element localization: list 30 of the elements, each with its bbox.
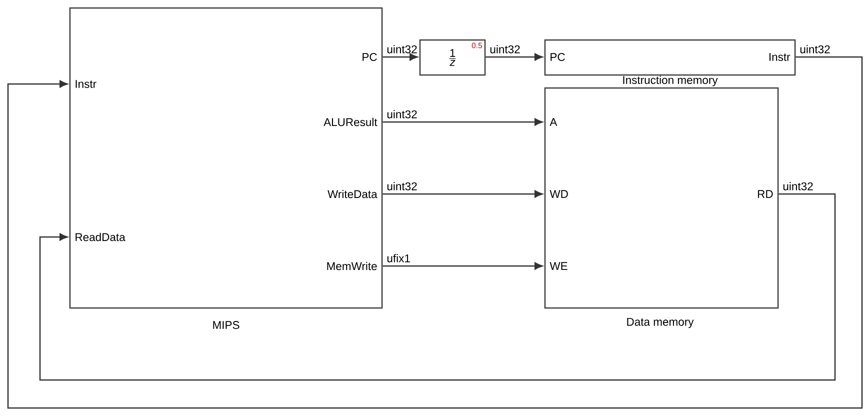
edge-label: uint32 bbox=[387, 45, 417, 54]
block-name: Instruction memory bbox=[623, 76, 718, 86]
signal-line bbox=[486, 53, 543, 61]
signal-line bbox=[382, 262, 543, 270]
fraction: 1 z bbox=[449, 49, 456, 66]
block-name: MIPS bbox=[213, 321, 240, 329]
edge-label: uint32 bbox=[387, 182, 417, 190]
port-label: A bbox=[550, 118, 558, 126]
signal-line bbox=[382, 118, 543, 126]
edge-label: ufix1 bbox=[387, 254, 410, 262]
port-label: WD bbox=[550, 190, 568, 198]
port-label: MemWrite bbox=[327, 262, 377, 270]
port-label: WE bbox=[550, 262, 568, 270]
signal-line bbox=[382, 53, 418, 61]
block-name: Data memory bbox=[627, 318, 694, 328]
signal-line bbox=[382, 190, 543, 198]
port-label: ReadData bbox=[76, 232, 126, 242]
edge-label: uint32 bbox=[800, 45, 830, 54]
signal-line bbox=[7, 56, 863, 409]
edge-label: uint32 bbox=[490, 45, 520, 54]
port-label: WriteData bbox=[328, 190, 378, 198]
port-label: Instr bbox=[769, 53, 790, 61]
port-label: ALUResult bbox=[324, 118, 378, 126]
edge-label: uint32 bbox=[783, 182, 813, 190]
port-label: RD bbox=[758, 190, 773, 198]
port-label: PC bbox=[550, 53, 565, 61]
signal-line bbox=[39, 193, 836, 381]
edge-label: uint32 bbox=[387, 110, 417, 118]
port-label: PC bbox=[362, 53, 377, 61]
port-label: Instr bbox=[76, 80, 96, 88]
